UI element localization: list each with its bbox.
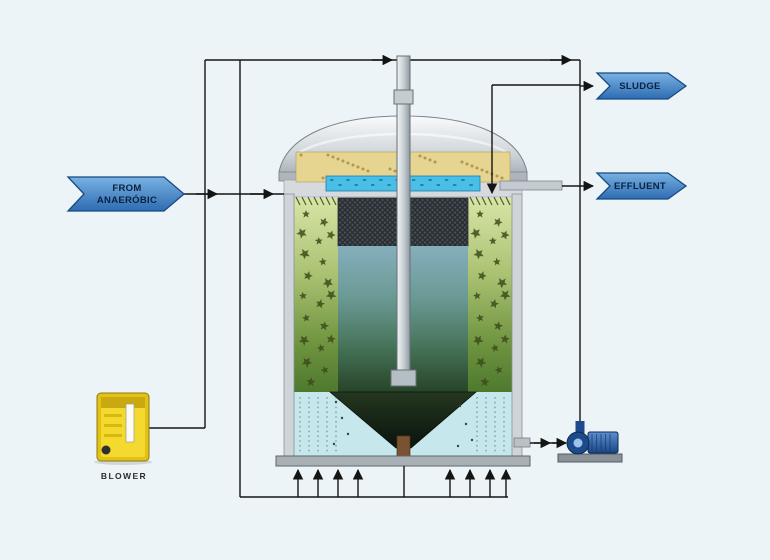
effluent-pipe-stub bbox=[499, 180, 563, 191]
sludge-label: SLUDGE bbox=[619, 81, 660, 92]
piping bbox=[148, 54, 595, 498]
tank-base-plate bbox=[275, 455, 531, 467]
reactor-tank bbox=[275, 115, 563, 467]
blower-unit bbox=[94, 392, 152, 465]
motor-fins bbox=[591, 434, 611, 451]
settling-cone bbox=[328, 391, 478, 449]
media-retainer-hatch bbox=[295, 196, 511, 206]
launder-dashes bbox=[330, 179, 473, 186]
flow-banners: FROM ANAERÓBIC SLUDGE EFFLUENT bbox=[66, 72, 688, 212]
blower-air-line bbox=[148, 60, 206, 429]
sludge-banner-arrow-icon bbox=[595, 72, 688, 100]
sludge-pump bbox=[557, 421, 623, 463]
blower-label: BLOWER bbox=[101, 471, 147, 481]
tank-wall-left bbox=[283, 193, 295, 459]
packing-media-stars bbox=[296, 210, 511, 386]
center-draft-pipe bbox=[390, 55, 417, 387]
blower-slot bbox=[125, 403, 135, 443]
cone-outlet bbox=[396, 435, 411, 459]
feed-banner-arrow-icon bbox=[66, 176, 186, 212]
aeration-bubbles bbox=[299, 397, 505, 453]
suction-pipe-stub bbox=[513, 437, 531, 448]
tank-wall-right bbox=[511, 193, 523, 459]
effluent-banner-arrow-icon bbox=[595, 172, 688, 200]
feed-label-line1: FROM bbox=[112, 183, 141, 194]
aeration-riser-arrows bbox=[292, 468, 512, 497]
effluent-label: EFFLUENT bbox=[614, 181, 666, 192]
feed-label-line2: ANAERÓBIC bbox=[97, 194, 157, 206]
